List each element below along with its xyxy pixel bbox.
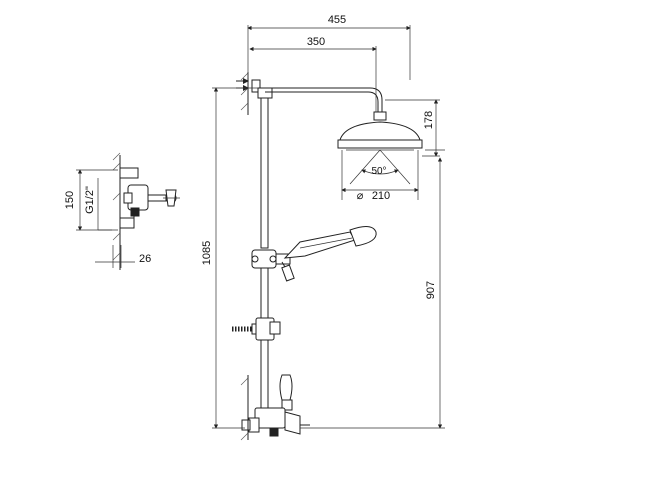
diameter-symbol: ⌀ — [357, 190, 364, 202]
dim-label-inlet-spacing: 150 — [64, 191, 76, 209]
dim-label-total-width: 455 — [328, 14, 346, 26]
dim-label-head-height: 178 — [423, 111, 435, 129]
dim-label-total-height: 1085 — [201, 241, 213, 265]
dim-label-wall-offset: 26 — [139, 253, 151, 265]
dim-label-handshower-height: 907 — [425, 281, 437, 299]
dim-label-thread: G1/2" — [84, 186, 96, 214]
dim-label-arm-length: 350 — [307, 36, 325, 48]
dim-label-spray-angle: 50° — [371, 166, 386, 177]
shower-column-front-view — [212, 25, 445, 441]
dim-label-head-diameter: 210 — [372, 190, 390, 202]
mixer-side-view — [76, 152, 180, 270]
